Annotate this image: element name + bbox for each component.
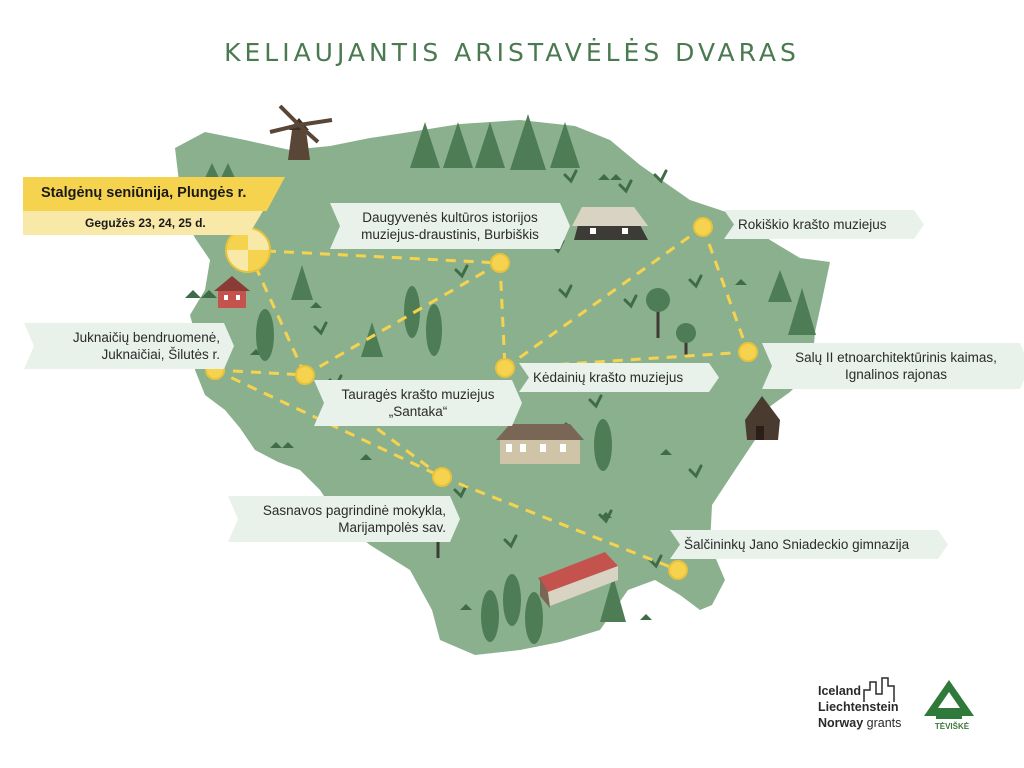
location-label-rokiskis: Rokiškio krašto muziejus (724, 210, 924, 239)
highlight-band-top (23, 177, 285, 211)
highlight-banner: Stalgėnų seniūnija, Plungės r. Gegužės 2… (23, 177, 285, 239)
highlight-marker (225, 227, 271, 273)
location-label-kedainiai: Kėdainių krašto muziejus (519, 363, 719, 392)
location-label-sasnava: Sasnavos pagrindinė mokykla,Marijampolės… (228, 496, 460, 542)
teviske-name: TĖVIŠKĖ (934, 722, 970, 731)
windmill-icon (269, 104, 333, 160)
grass-marks (313, 169, 703, 569)
barn-icon (538, 552, 618, 608)
grants-mark-icon (863, 677, 895, 702)
conifer-trees (204, 114, 816, 622)
hut-icon (745, 396, 780, 440)
cypress-trees (256, 286, 612, 644)
location-label-taurage: Tauragės krašto muziejus„Santaka“ (314, 380, 522, 426)
teviske-logo-icon (924, 680, 974, 719)
location-markers (205, 217, 758, 580)
farmhouse-icon (572, 207, 648, 240)
highlight-dates: Gegužės 23, 24, 25 d. (85, 216, 206, 230)
red-house-icon (214, 276, 250, 308)
eea-grants-logo: Iceland Liechtenstein Norway grants (818, 684, 902, 730)
location-label-salu: Salų II etnoarchitektūrinis kaimas,Ignal… (762, 343, 1024, 389)
highlight-place: Stalgėnų seniūnija, Plungės r. (41, 185, 247, 201)
page-title: KELIAUJANTIS ARISTAVĖLĖS DVARAS (224, 38, 800, 67)
location-label-salcininkai: Šalčininkų Jano Sniadeckio gimnazija (670, 530, 948, 559)
highlight-band-bottom (23, 211, 263, 235)
location-label-juknaiciai: Juknaičių bendruomenė,Juknaičiai, Šilutė… (24, 323, 234, 369)
manor-icon (496, 424, 584, 464)
